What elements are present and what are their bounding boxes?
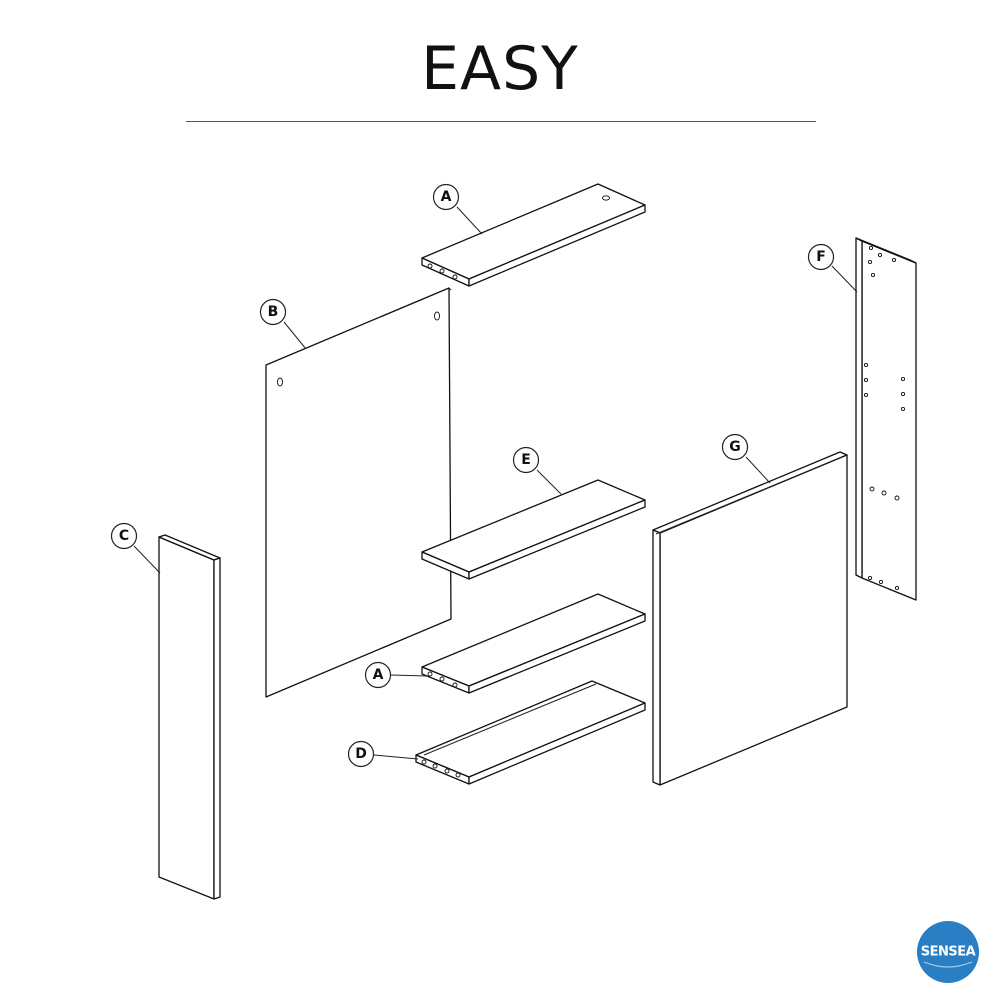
- callout-d-label: D: [355, 746, 367, 762]
- part-c-left-side: [158, 534, 221, 900]
- callout-e-label: E: [521, 452, 531, 468]
- callout-b-label: B: [268, 304, 279, 320]
- callout-f-label: F: [816, 249, 826, 265]
- leader-a-top: [456, 206, 483, 235]
- callout-b: B: [259, 298, 287, 326]
- callout-f: F: [807, 243, 835, 271]
- callout-a-bottom: A: [364, 661, 392, 689]
- page-title: EASY: [421, 34, 579, 104]
- leader-b: [283, 321, 307, 350]
- sensea-logo-text: SENSEA: [921, 945, 976, 960]
- callout-a-bottom-label: A: [373, 667, 384, 683]
- part-g-front-panel: [652, 451, 848, 786]
- callout-a-top: A: [432, 183, 460, 211]
- callout-g-label: G: [729, 439, 741, 455]
- callout-c: C: [110, 522, 138, 550]
- leader-d: [373, 754, 419, 760]
- leader-f: [831, 265, 858, 293]
- part-a-lower-board: [421, 593, 646, 694]
- callout-a-top-label: A: [441, 189, 452, 205]
- callout-g: G: [721, 433, 749, 461]
- title-divider: [186, 121, 816, 122]
- leader-a-bottom: [390, 674, 427, 677]
- part-a-top-board: [421, 183, 646, 287]
- callout-e: E: [512, 446, 540, 474]
- part-f-right-side: [855, 237, 917, 601]
- part-b-back-panel: [265, 287, 452, 698]
- part-d-bottom-board: [415, 680, 646, 785]
- callout-d: D: [347, 740, 375, 768]
- part-e-shelf: [421, 479, 646, 580]
- callout-c-label: C: [119, 528, 129, 544]
- leader-c: [133, 545, 161, 574]
- sensea-logo: SENSEA: [917, 921, 979, 983]
- leader-g: [745, 456, 771, 484]
- leader-e: [536, 469, 562, 495]
